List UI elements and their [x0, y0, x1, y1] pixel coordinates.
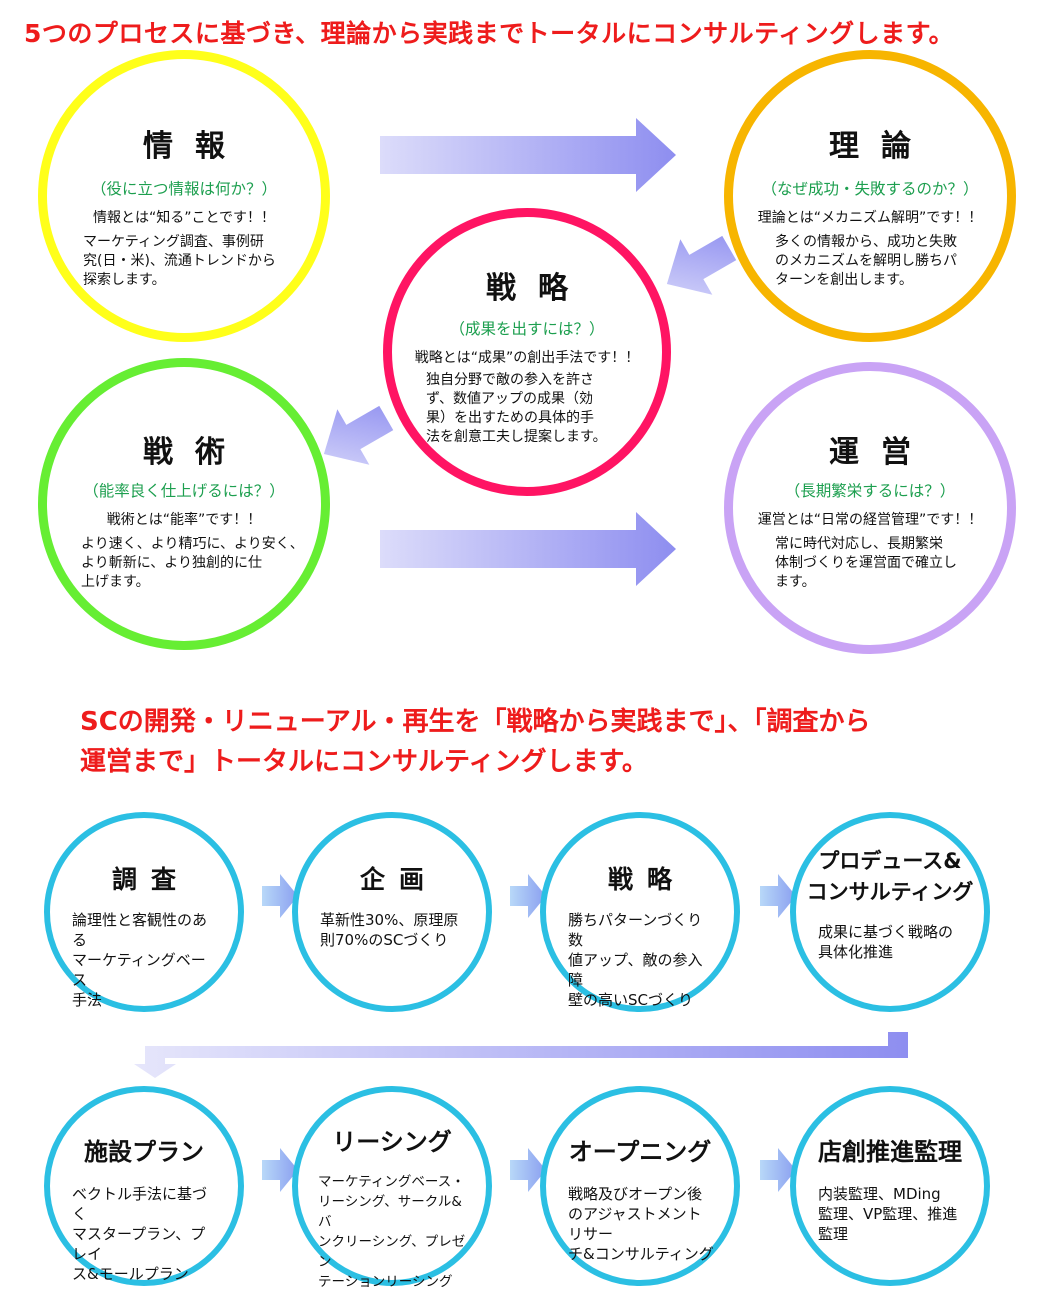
arrow-info-to-theory [380, 118, 676, 192]
process-step-4: プロデュース&コンサルティング 成果に基づく戦略の具体化推進 [790, 812, 990, 1012]
strategy-title: 戦略 [486, 271, 590, 306]
process-step-title: 戦略 [607, 865, 686, 894]
operation-tagline: 運営とは“日常の経営管理”です！！ [757, 512, 983, 528]
strategy-body: 独自分野で敵の参入を許さず、数値アップの成果（効果）を出すための具体的手法を創意… [426, 372, 607, 445]
circle-operation: 運営 （長期繁栄するには？） 運営とは“日常の経営管理”です！！ 常に時代対応し… [724, 362, 1016, 654]
info-question: （役に立つ情報は何か？） [90, 180, 277, 198]
headline-mid: SCの開発・リニューアル・再生を「戦略から実践まで」、「調査から 運営まで」トー… [80, 702, 871, 782]
operation-question: （長期繁栄するには？） [784, 482, 956, 500]
circle-theory: 理論 （なぜ成功・失敗するのか？） 理論とは“メカニズム解明”です！！ 多くの情… [724, 50, 1016, 342]
process-step-title: オープニング [568, 1138, 712, 1166]
circle-info: 情報 （役に立つ情報は何か？） 情報とは“知る”ことです！！ マーケティング調査… [38, 50, 330, 342]
process-step-body: 論理性と客観性のあるマーケティングベース手法 [72, 911, 208, 1009]
arrow-row-return [134, 1032, 908, 1078]
tactics-tagline: 戦術とは“能率”です！！ [106, 512, 262, 528]
process-step-title: 店創推進監理 [818, 1138, 962, 1166]
info-body: マーケティング調査、事例研究(日・米)、流通トレンドから探索します。 [83, 234, 276, 288]
headline-top: 5つのプロセスに基づき、理論から実践までトータルにコンサルティングします。 [24, 19, 955, 48]
arrow-theory-to-strategy [666, 235, 737, 295]
headline-mid-line2: 運営まで」トータルにコンサルティングします。 [80, 747, 648, 777]
theory-body: 多くの情報から、成功と失敗のメカニズムを解明し勝ちパターンを創出します。 [775, 234, 957, 288]
theory-tagline: 理論とは“メカニズム解明”です！！ [757, 210, 983, 226]
tactics-question: （能率良く仕上げるには？） [83, 482, 285, 500]
info-tagline: 情報とは“知る”ことです！！ [92, 210, 276, 226]
theory-question: （なぜ成功・失敗するのか？） [761, 180, 979, 198]
process-step-body: 成果に基づく戦略の具体化推進 [818, 923, 954, 961]
circle-tactics: 戦術 （能率良く仕上げるには？） 戦術とは“能率”です！！ より速く、より精巧に… [38, 358, 330, 650]
process-step-body: 革新性30%、原理原則70%のSCづくり [320, 911, 459, 949]
tactics-body: より速く、より精巧に、より安く、より斬新に、より独創的に仕上げます。 [81, 536, 304, 590]
strategy-tagline: 戦略とは“成果”の創出手法です！！ [414, 350, 640, 366]
process-step-6: リーシング マーケティングベース・リーシング、サークル&バンクリーシング、プレゼ… [292, 1086, 492, 1290]
arrow-strategy-to-tactics [323, 405, 394, 465]
operation-title: 運営 [829, 435, 933, 470]
arrow-tactics-to-operation [380, 512, 676, 586]
process-step-title: リーシング [332, 1128, 452, 1156]
process-step-2: 企画 革新性30%、原理原則70%のSCづくり [292, 812, 492, 1012]
process-step-5: 施設プラン ベクトル手法に基づくマスタープラン、プレイス&モールプラン [44, 1086, 244, 1286]
process-step-body: ベクトル手法に基づくマスタープラン、プレイス&モールプラン [72, 1185, 208, 1283]
process-step-title: 調査 [111, 865, 190, 894]
circle-strategy: 戦略 （成果を出すには？） 戦略とは“成果”の創出手法です！！ 独自分野で敵の参… [383, 208, 671, 496]
arrow-proc-3-4 [760, 874, 796, 918]
process-step-body: 戦略及びオープン後のアジャストメントリサーチ&コンサルティング [568, 1185, 714, 1263]
arrow-proc-6-7 [510, 1148, 546, 1192]
tactics-title: 戦術 [143, 435, 247, 470]
arrow-proc-1-2 [262, 874, 298, 918]
process-step-title: プロデュース&コンサルティング [806, 849, 974, 904]
strategy-question: （成果を出すには？） [449, 320, 605, 338]
arrow-proc-2-3 [510, 874, 546, 918]
operation-body: 常に時代対応し、長期繁栄体制づくりを運営面で確立します。 [775, 536, 957, 590]
process-step-1: 調査 論理性と客観性のあるマーケティングベース手法 [44, 812, 244, 1012]
theory-title: 理論 [829, 129, 933, 164]
process-step-title: 施設プラン [84, 1138, 204, 1166]
arrow-proc-7-8 [760, 1148, 796, 1192]
process-step-title: 企画 [359, 865, 438, 894]
process-step-3: 戦略 勝ちパターンづくり数値アップ、敵の参入障壁の高いSCづくり [540, 812, 740, 1012]
arrow-proc-5-6 [262, 1148, 298, 1192]
info-title: 情報 [143, 129, 247, 164]
headline-mid-line1: SCの開発・リニューアル・再生を「戦略から実践まで」、「調査から [80, 707, 871, 737]
process-step-body: 勝ちパターンづくり数値アップ、敵の参入障壁の高いSCづくり [568, 911, 703, 1009]
process-step-body: マーケティングベース・リーシング、サークル&バンクリーシング、プレゼンテーション… [318, 1174, 466, 1290]
process-step-7: オープニング 戦略及びオープン後のアジャストメントリサーチ&コンサルティング [540, 1086, 740, 1286]
